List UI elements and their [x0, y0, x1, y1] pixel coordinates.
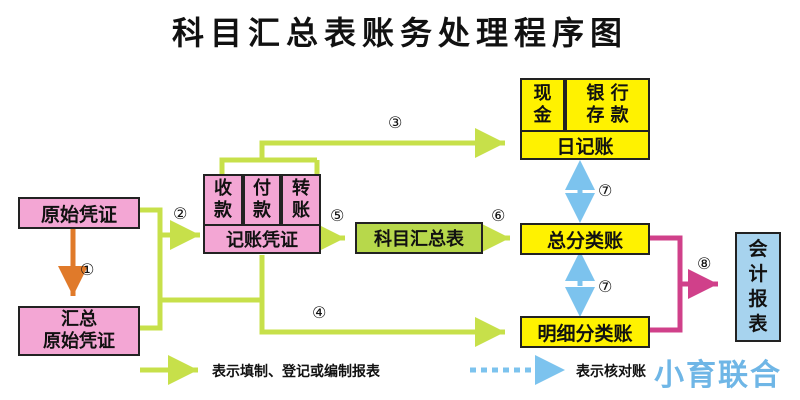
- box-journal: 日记账: [520, 130, 650, 160]
- step-5-label: ⑤: [330, 206, 345, 225]
- step-7b-label: ⑦: [598, 277, 613, 296]
- step-7a-label: ⑦: [598, 181, 613, 200]
- box-detail-ledger: 明细分类账: [520, 316, 650, 348]
- legend-solid-text: 表示填制、登记或编制报表: [212, 364, 380, 380]
- arrow-2b: [140, 235, 163, 331]
- step-6-label: ⑥: [491, 206, 506, 225]
- box-original-voucher: 原始凭证: [18, 197, 140, 229]
- step-8-label: ⑧: [697, 254, 712, 273]
- step-4-label: ④: [312, 303, 327, 322]
- box-subject-summary: 科目汇总表: [355, 222, 483, 254]
- step-3-label: ③: [388, 113, 403, 132]
- box-general-ledger: 总分类账: [520, 223, 650, 255]
- watermark: 小育联合: [654, 358, 782, 393]
- step-2-label: ②: [173, 204, 188, 223]
- box-pay: 付 款: [243, 174, 281, 226]
- arrow-2: [140, 207, 200, 250]
- arrow-8: [650, 235, 718, 299]
- box-cash: 现 金: [520, 78, 565, 132]
- arrow-8b: [650, 284, 683, 333]
- arrow-4b: [259, 300, 505, 347]
- box-accounting-voucher: 记账凭证: [203, 224, 321, 254]
- box-summary-original-voucher: 汇总 原始凭证: [18, 306, 140, 356]
- step-1-label: ①: [80, 260, 95, 279]
- box-accounting-report: 会 计 报 表: [735, 232, 781, 342]
- arrow-4: [140, 255, 265, 331]
- legend-dashed-text: 表示核对账: [576, 364, 646, 380]
- box-transfer: 转 账: [281, 174, 321, 226]
- box-bank-deposit: 银 行 存 款: [565, 78, 650, 132]
- diagram-title: 科目汇总表账务处理程序图: [171, 14, 628, 52]
- box-receive: 收 款: [203, 174, 243, 226]
